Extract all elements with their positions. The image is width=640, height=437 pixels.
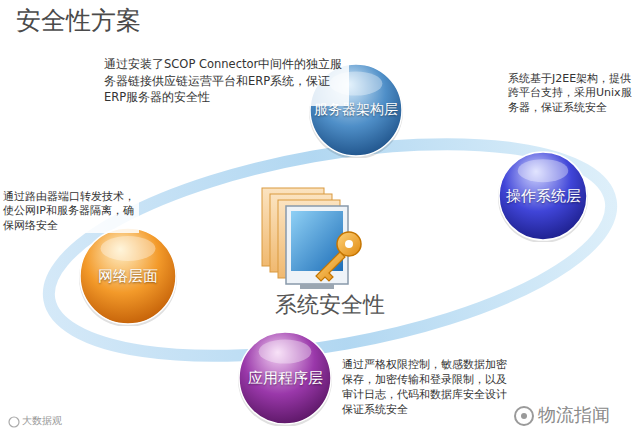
watermark: 大数据观 bbox=[22, 415, 102, 427]
layer-sphere: 操作系统层 bbox=[497, 150, 589, 242]
header-rule bbox=[0, 43, 640, 45]
layer-label: 网络层面 bbox=[98, 267, 158, 286]
layer-sphere: 网络层面 bbox=[78, 226, 178, 326]
page-title: 安全性方案 bbox=[16, 4, 141, 37]
layer-description: 通过严格权限控制，敏感数据加密保存，加密传输和登录限制，以及审计日志，代码和数据… bbox=[342, 358, 510, 417]
layer-description: 通过路由器端口转发技术，使公网IP和服务器隔离，确保网络安全 bbox=[3, 190, 139, 233]
layer-description: 通过安装了SCOP Connector中间件的独立服务器链接供应链运营平台和ER… bbox=[104, 56, 349, 106]
layer-label: 应用程序层 bbox=[248, 369, 323, 388]
watermark: 物流指闻 bbox=[538, 404, 634, 426]
center-caption: 系统安全性 bbox=[265, 292, 395, 318]
layer-sphere: 应用程序层 bbox=[237, 330, 333, 426]
layer-label: 操作系统层 bbox=[506, 187, 581, 206]
security-icon bbox=[262, 188, 361, 289]
layer-description: 系统基于J2EE架构，提供跨平台支持，采用Unix服务器，保证系统安全 bbox=[508, 72, 636, 115]
